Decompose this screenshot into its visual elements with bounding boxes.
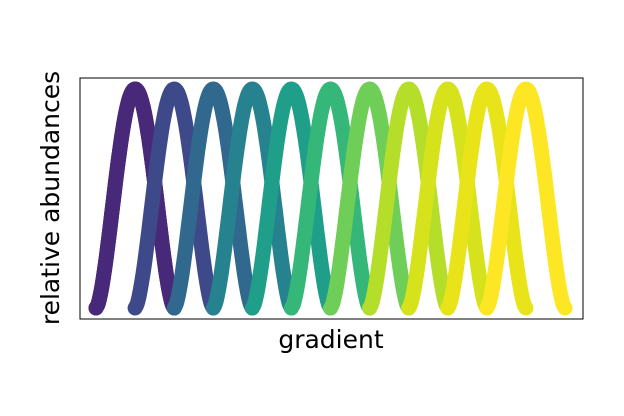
series-line-5 <box>205 81 299 316</box>
plot-frame <box>79 77 584 320</box>
series-line-12 <box>479 81 573 316</box>
series-line-9 <box>362 81 456 316</box>
series-line-2 <box>88 81 182 316</box>
series-line-8 <box>323 81 417 316</box>
y-axis-label: relative abundances <box>36 71 65 325</box>
series-line-10 <box>401 81 495 316</box>
series-line-4 <box>166 81 260 316</box>
series-layer <box>88 81 573 316</box>
series-line-3 <box>127 81 221 316</box>
series-line-11 <box>440 81 534 316</box>
x-axis-label: gradient <box>278 325 384 354</box>
series-line-7 <box>283 81 378 316</box>
series-line-6 <box>244 81 338 316</box>
